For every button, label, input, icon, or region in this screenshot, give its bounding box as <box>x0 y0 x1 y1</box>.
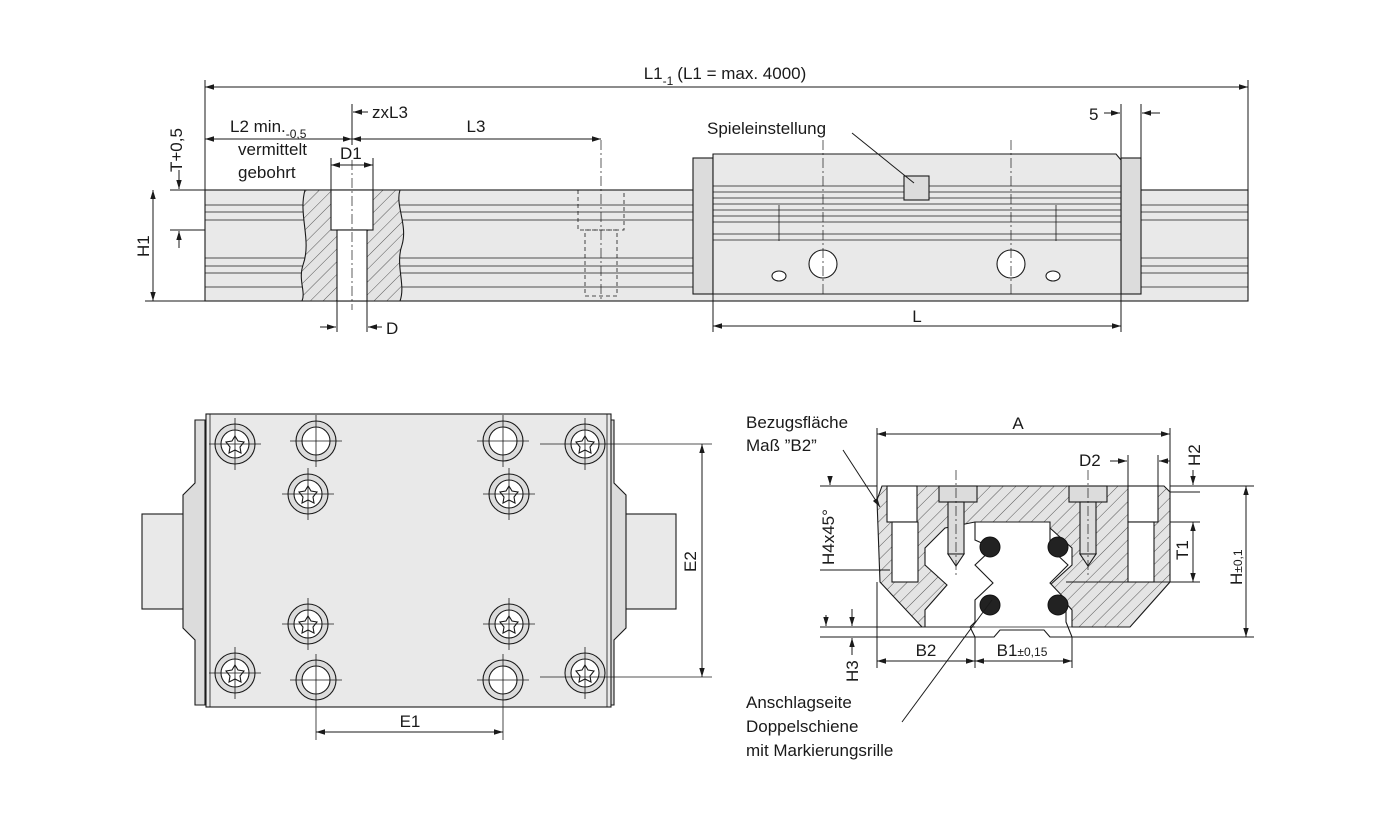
dim-l3-label: L3 <box>467 117 486 136</box>
dim-b2-label: B2 <box>916 641 937 660</box>
callout-marking-groove: mit Markierungsrille <box>746 741 893 760</box>
callout-reference-dimension: Maß ”B2” <box>746 436 817 455</box>
dim-zxl3-label: zxL3 <box>372 103 408 122</box>
ball-icon <box>1047 594 1069 616</box>
callout-play-adjustment: Spieleinstellung <box>707 119 826 138</box>
ball-icon <box>1047 536 1069 558</box>
dim-h2-label: H2 <box>1185 444 1204 466</box>
dim-e2-label: E2 <box>681 551 700 572</box>
dim-l1-label: L1-1(L1 = max. 4000) <box>644 64 807 88</box>
dim-l2-note-2: gebohrt <box>238 163 296 182</box>
hidden-bore <box>577 140 625 301</box>
dim-t-label: T+0,5 <box>167 128 186 172</box>
dim-d-label: D <box>386 319 398 338</box>
dim-t1-label: T1 <box>1173 540 1192 560</box>
dim-l2-label: L2 min.-0,5 <box>230 117 307 141</box>
ball-icon <box>979 536 1001 558</box>
dim-b1-label: B1±0,15 <box>997 641 1048 660</box>
callout-reference-surface: Bezugsfläche <box>746 413 848 432</box>
side-view: L1-1(L1 = max. 4000) L2 min.-0,5 vermitt… <box>134 64 1249 338</box>
dim-d1-label: D1 <box>340 144 362 163</box>
dim-d2-label: D2 <box>1079 451 1101 470</box>
carriage <box>692 140 1142 295</box>
dim-a-label: A <box>1012 414 1024 433</box>
dim-h3-label: H3 <box>843 660 862 682</box>
dim-e1-label: E1 <box>400 712 421 731</box>
play-adjustment-screw <box>903 175 930 201</box>
section-view: A D2 H2 T1 H±0,1 H4x45° H3 <box>746 413 1254 760</box>
callout-double-rail: Doppelschiene <box>746 717 858 736</box>
dim-h1-label: H1 <box>134 235 153 257</box>
callout-stop-side: Anschlagseite <box>746 693 852 712</box>
dim-h-label: H±0,1 <box>1227 549 1246 585</box>
dim-5-label: 5 <box>1089 105 1098 124</box>
plan-view: E1 E2 <box>141 413 712 740</box>
dim-h4-label: H4x45° <box>819 509 838 565</box>
dim-l-label: L <box>912 307 921 326</box>
plan-centerlines <box>209 415 712 740</box>
dim-l2-note-1: vermittelt <box>238 140 307 159</box>
